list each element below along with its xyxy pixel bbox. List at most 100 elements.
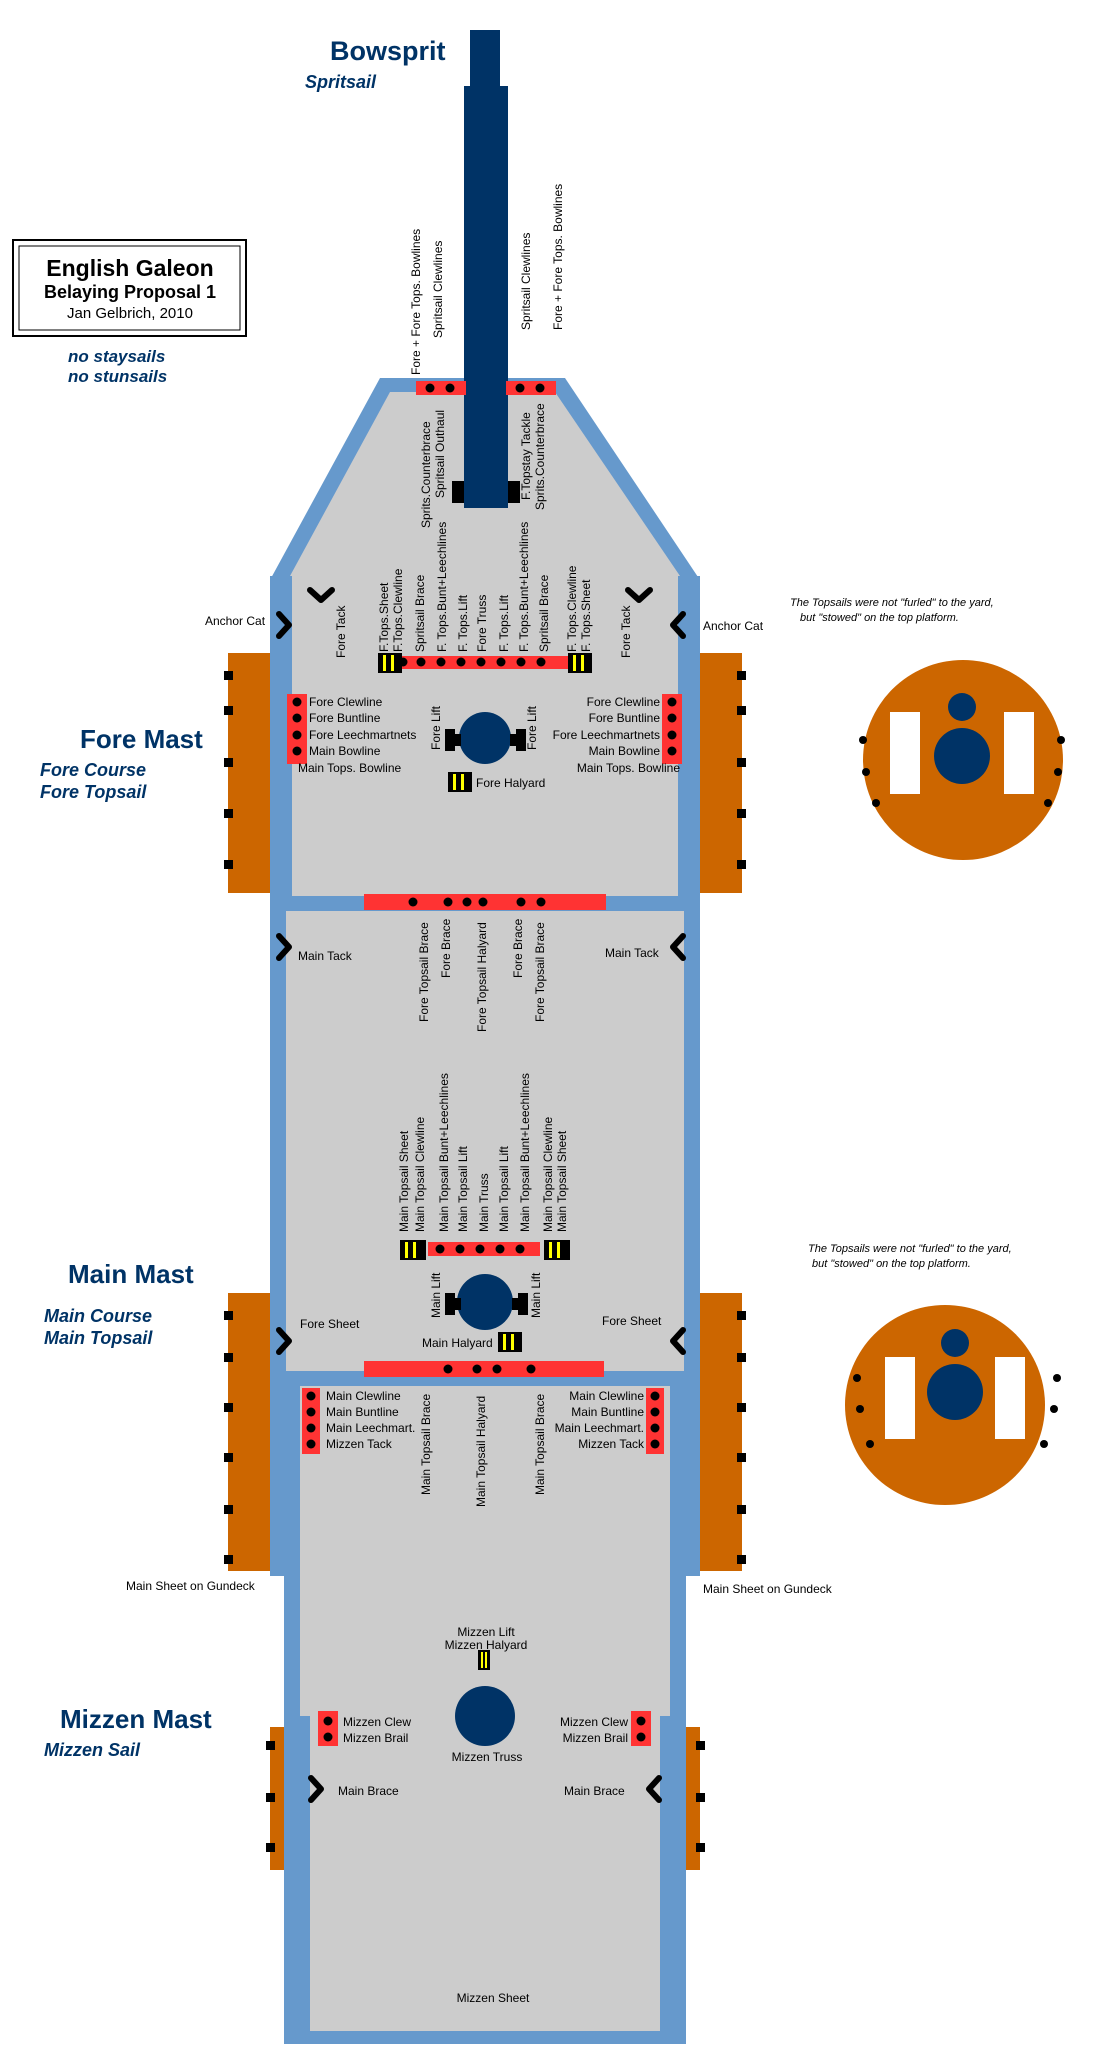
fore-rail-labels: F.Tops.Sheet F.Tops.Clewline Spritsail B…	[377, 522, 593, 652]
mq-label-1: Main Topsail Brace	[419, 1394, 433, 1495]
mizzen-side-labels: Mizzen Clew Mizzen Brail Mizzen Clew Miz…	[343, 1715, 628, 1745]
title-author: Jan Gelbrich, 2010	[67, 305, 193, 322]
main-sheet-left: Main Sheet on Gundeck	[126, 1579, 256, 1593]
mizzen-truss: Mizzen Truss	[452, 1750, 523, 1764]
hull	[270, 378, 700, 2044]
mzl-label-1: Mizzen Clew	[343, 1715, 411, 1729]
mizzen-lift: Mizzen Lift	[457, 1625, 515, 1639]
bow-label-4: Fore + Fore Tops. Bowlines	[551, 184, 565, 330]
waist-rail-labels: Fore Topsail Brace Fore Brace Fore Topsa…	[417, 918, 547, 1032]
cleats	[378, 653, 592, 1670]
heading-main-mast: Main Mast	[68, 1259, 194, 1289]
main-brace-right: Main Brace	[564, 1784, 625, 1798]
fr-side-label-3: Fore Leechmartnets	[553, 728, 660, 742]
bs-label-3: F.Topstay Tackle	[519, 412, 533, 500]
main-sheet-right: Main Sheet on Gundeck	[703, 1582, 833, 1596]
fore-lift-left: Fore Lift	[429, 705, 443, 750]
mr-label-3: Fore Topsail Halyard	[475, 922, 489, 1032]
fr-label-6: Fore Truss	[475, 595, 489, 652]
fore-tack-left: Fore Tack	[334, 605, 348, 658]
heading-mizzen-mast: Mizzen Mast	[60, 1704, 212, 1734]
ml-label-3: Main Leechmart.	[326, 1421, 415, 1435]
fl-label-5: Main Tops. Bowline	[298, 761, 401, 775]
title-box: English Galeon Belaying Proposal 1 Jan G…	[12, 239, 247, 337]
main-tack-left: Main Tack	[298, 949, 353, 963]
fr-label-7: F. Tops.Lift	[497, 594, 511, 652]
heading-spritsail: Spritsail	[305, 72, 377, 92]
heading-main-course: Main Course	[44, 1306, 152, 1326]
belaying-pins	[292, 383, 677, 1742]
mr-label-2: Fore Brace	[439, 918, 453, 978]
mr-side-label-1: Main Clewline	[569, 1389, 644, 1403]
bowsprit	[452, 30, 520, 508]
main-lift-left: Main Lift	[429, 1272, 443, 1318]
bow-label-1: Fore + Fore Tops. Bowlines	[409, 229, 423, 375]
fore-channels	[228, 653, 742, 1870]
bow-label-2: Spritsail Clewlines	[431, 241, 445, 338]
anchor-cat-right: Anchor Cat	[703, 619, 764, 633]
mr-label-5: Fore Topsail Brace	[533, 922, 547, 1022]
fl-label-2: Fore Buntline	[309, 711, 381, 725]
mzr-label-1: Mizzen Clew	[560, 1715, 628, 1729]
fl-label-4: Main Bowline	[309, 744, 381, 758]
fore-top-note-2: but "stowed" on the top platform.	[800, 612, 959, 624]
fr-side-label-2: Fore Buntline	[589, 711, 661, 725]
heading-main-topsail: Main Topsail	[44, 1328, 153, 1348]
mr-label-4: Fore Brace	[511, 918, 525, 978]
fr-label-4: F. Tops.Bunt+Leechlines	[435, 522, 449, 652]
fore-lift-right: Fore Lift	[525, 705, 539, 750]
anchor-cat-left: Anchor Cat	[205, 614, 266, 628]
mzr-label-2: Mizzen Brail	[563, 1731, 628, 1745]
fr-side-label-5: Main Tops. Bowline	[577, 761, 680, 775]
fore-tack-right: Fore Tack	[619, 605, 633, 658]
fr-label-2: F.Tops.Clewline	[391, 568, 405, 652]
mizzen-sheet: Mizzen Sheet	[457, 1991, 530, 2005]
mt-label-1: Main Topsail Sheet	[397, 1130, 411, 1232]
fr-label-10: F. Tops.Clewline	[565, 565, 579, 652]
channel-deadeyes	[224, 671, 746, 1852]
mzl-label-2: Mizzen Brail	[343, 1731, 408, 1745]
ml-label-4: Mizzen Tack	[326, 1437, 393, 1451]
fr-side-label-1: Fore Clewline	[587, 695, 661, 709]
fore-top-diagram	[859, 660, 1065, 860]
mr-side-label-3: Main Leechmart.	[555, 1421, 644, 1435]
title-line1: English Galeon	[46, 255, 213, 281]
bow-label-3: Spritsail Clewlines	[519, 233, 533, 330]
main-brace-left: Main Brace	[338, 1784, 399, 1798]
fore-side-labels: Fore Clewline Fore Buntline Fore Leechma…	[298, 695, 680, 775]
note-no-staysails: no staysails	[68, 347, 165, 366]
mr-label-1: Fore Topsail Brace	[417, 922, 431, 1022]
fr-label-8: F. Tops.Bunt+Leechlines	[517, 522, 531, 652]
main-top-note-2: but "stowed" on the top platform.	[812, 1258, 971, 1270]
main-top-diagram	[845, 1305, 1061, 1505]
heading-fore-course: Fore Course	[40, 760, 146, 780]
mt-label-8: Main Topsail Clewline	[541, 1117, 555, 1232]
timberheads	[276, 587, 686, 1803]
note-no-stunsails: no stunsails	[68, 367, 167, 386]
fr-side-label-4: Main Bowline	[589, 744, 661, 758]
bs-label-1: Sprits.Counterbrace	[419, 421, 433, 528]
bs-label-2: Spritsail Outhaul	[433, 410, 447, 498]
fr-label-5: F. Tops.Lift	[456, 594, 470, 652]
fore-top-note-1: The Topsails were not "furled" to the ya…	[790, 597, 994, 609]
heading-bowsprit: Bowsprit	[330, 36, 446, 66]
title-line2: Belaying Proposal 1	[44, 282, 216, 302]
heading-mizzen-sail: Mizzen Sail	[44, 1740, 141, 1760]
main-side-labels: Main Clewline Main Buntline Main Leechma…	[326, 1389, 645, 1451]
mt-label-9: Main Topsail Sheet	[555, 1130, 569, 1232]
mt-label-5: Main Truss	[477, 1173, 491, 1232]
fore-sheet-right: Fore Sheet	[602, 1314, 662, 1328]
mt-label-3: Main Topsail Bunt+Leechlines	[437, 1073, 451, 1232]
masts	[445, 712, 528, 1746]
fr-label-9: Spritsail Brace	[537, 574, 551, 652]
fr-label-3: Spritsail Brace	[413, 574, 427, 652]
main-halyard: Main Halyard	[422, 1336, 493, 1350]
fr-label-11: F. Tops.Sheet	[579, 579, 593, 652]
fl-label-1: Fore Clewline	[309, 695, 383, 709]
mr-side-label-2: Main Buntline	[571, 1405, 644, 1419]
fore-halyard: Fore Halyard	[476, 776, 545, 790]
ml-label-1: Main Clewline	[326, 1389, 401, 1403]
mt-label-6: Main Topsail Lift	[497, 1146, 511, 1232]
fl-label-3: Fore Leechmartnets	[309, 728, 416, 742]
